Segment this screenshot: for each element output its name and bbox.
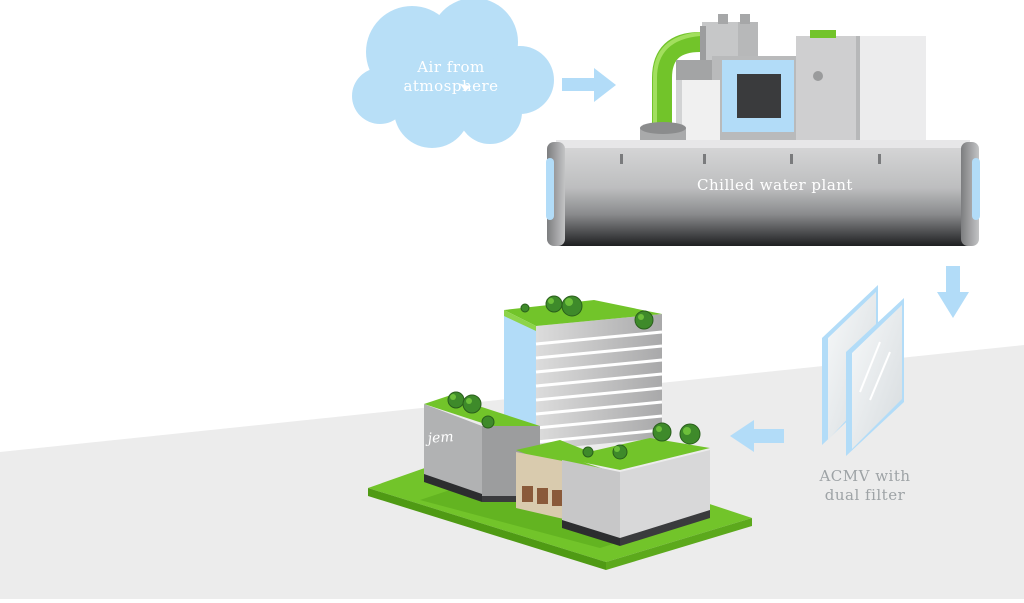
arrow-left-icon <box>730 420 784 452</box>
chiller-icon <box>546 14 980 246</box>
plant-label: Chilled water plant <box>697 176 853 194</box>
filter-label-line2: dual filter <box>824 486 906 504</box>
arrow-right-icon <box>562 68 616 102</box>
building-sign: jem <box>424 429 454 447</box>
filter-label: ACMV with dual filter <box>800 467 930 505</box>
arrow-down-icon <box>937 266 969 318</box>
cloud-icon <box>352 0 554 148</box>
source-label-line1: Air from <box>417 58 485 76</box>
source-label: Air from atmosphere <box>376 58 526 96</box>
building-icon: jem <box>368 295 752 570</box>
filter-label-line1: ACMV with <box>819 467 911 485</box>
filter-icon <box>822 285 904 456</box>
source-label-line2: atmosphere <box>403 77 499 95</box>
